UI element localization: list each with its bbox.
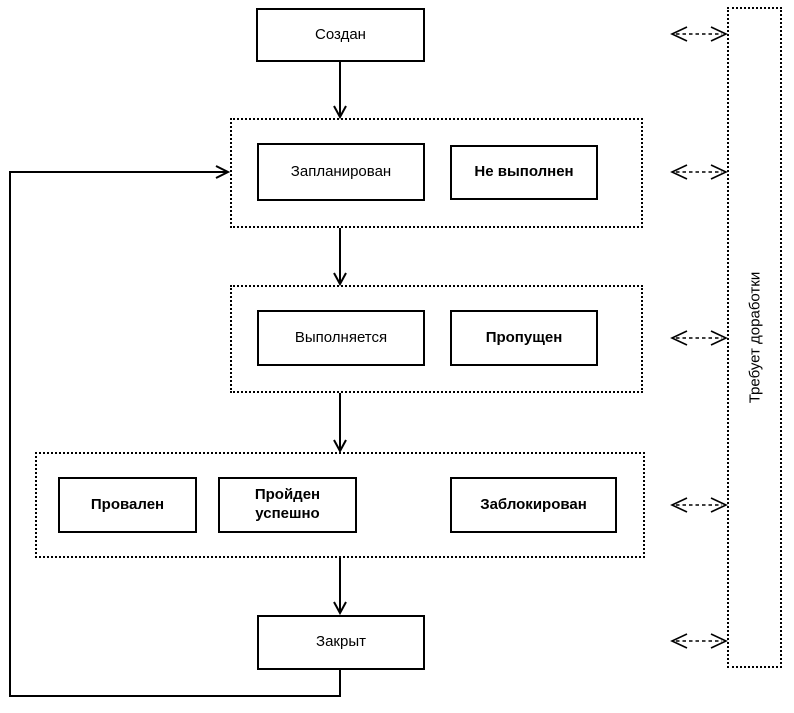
state-failed-label: Провален [90,495,165,513]
state-blocked-label: Заблокирован [480,495,587,513]
group-planned [230,118,643,228]
state-not-executed: Не выполнен [450,145,598,200]
arrow-results-to-closed [333,558,347,616]
group-inprogress [230,285,643,393]
dashed-arrow-results-rework [670,497,728,513]
state-planned-label: Запланирован [290,162,392,180]
state-not-executed-label: Не выполнен [474,163,574,181]
state-created: Создан [256,8,425,62]
rework-label: Требует доработки [746,271,764,404]
state-closed-label: Закрыт [316,633,366,651]
state-skipped-label: Пропущен [485,328,563,346]
arrow-created-to-planned-group [333,62,347,120]
state-failed: Провален [58,477,197,533]
state-skipped: Пропущен [450,310,598,366]
state-closed: Закрыт [257,615,425,670]
dashed-arrow-created-rework [670,26,728,42]
dashed-arrow-inprogress-rework [670,330,728,346]
dashed-arrow-planned-rework [670,164,728,180]
state-blocked: Заблокирован [450,477,617,533]
group-results [35,452,645,558]
rework-box: Требует доработки [727,7,782,668]
state-created-label: Создан [315,25,366,43]
state-passed-label: Пройден успешно [254,486,321,522]
arrow-inprogress-to-results-group [333,393,347,454]
arrow-planned-to-inprogress-group [333,228,347,287]
state-passed: Пройден успешно [218,477,357,533]
state-in-progress-label: Выполняется [294,328,388,346]
state-planned: Запланирован [257,143,425,201]
state-in-progress: Выполняется [257,310,425,366]
arrow-closed-loop-to-planned-group [9,165,341,697]
dashed-arrow-closed-rework [670,633,728,649]
